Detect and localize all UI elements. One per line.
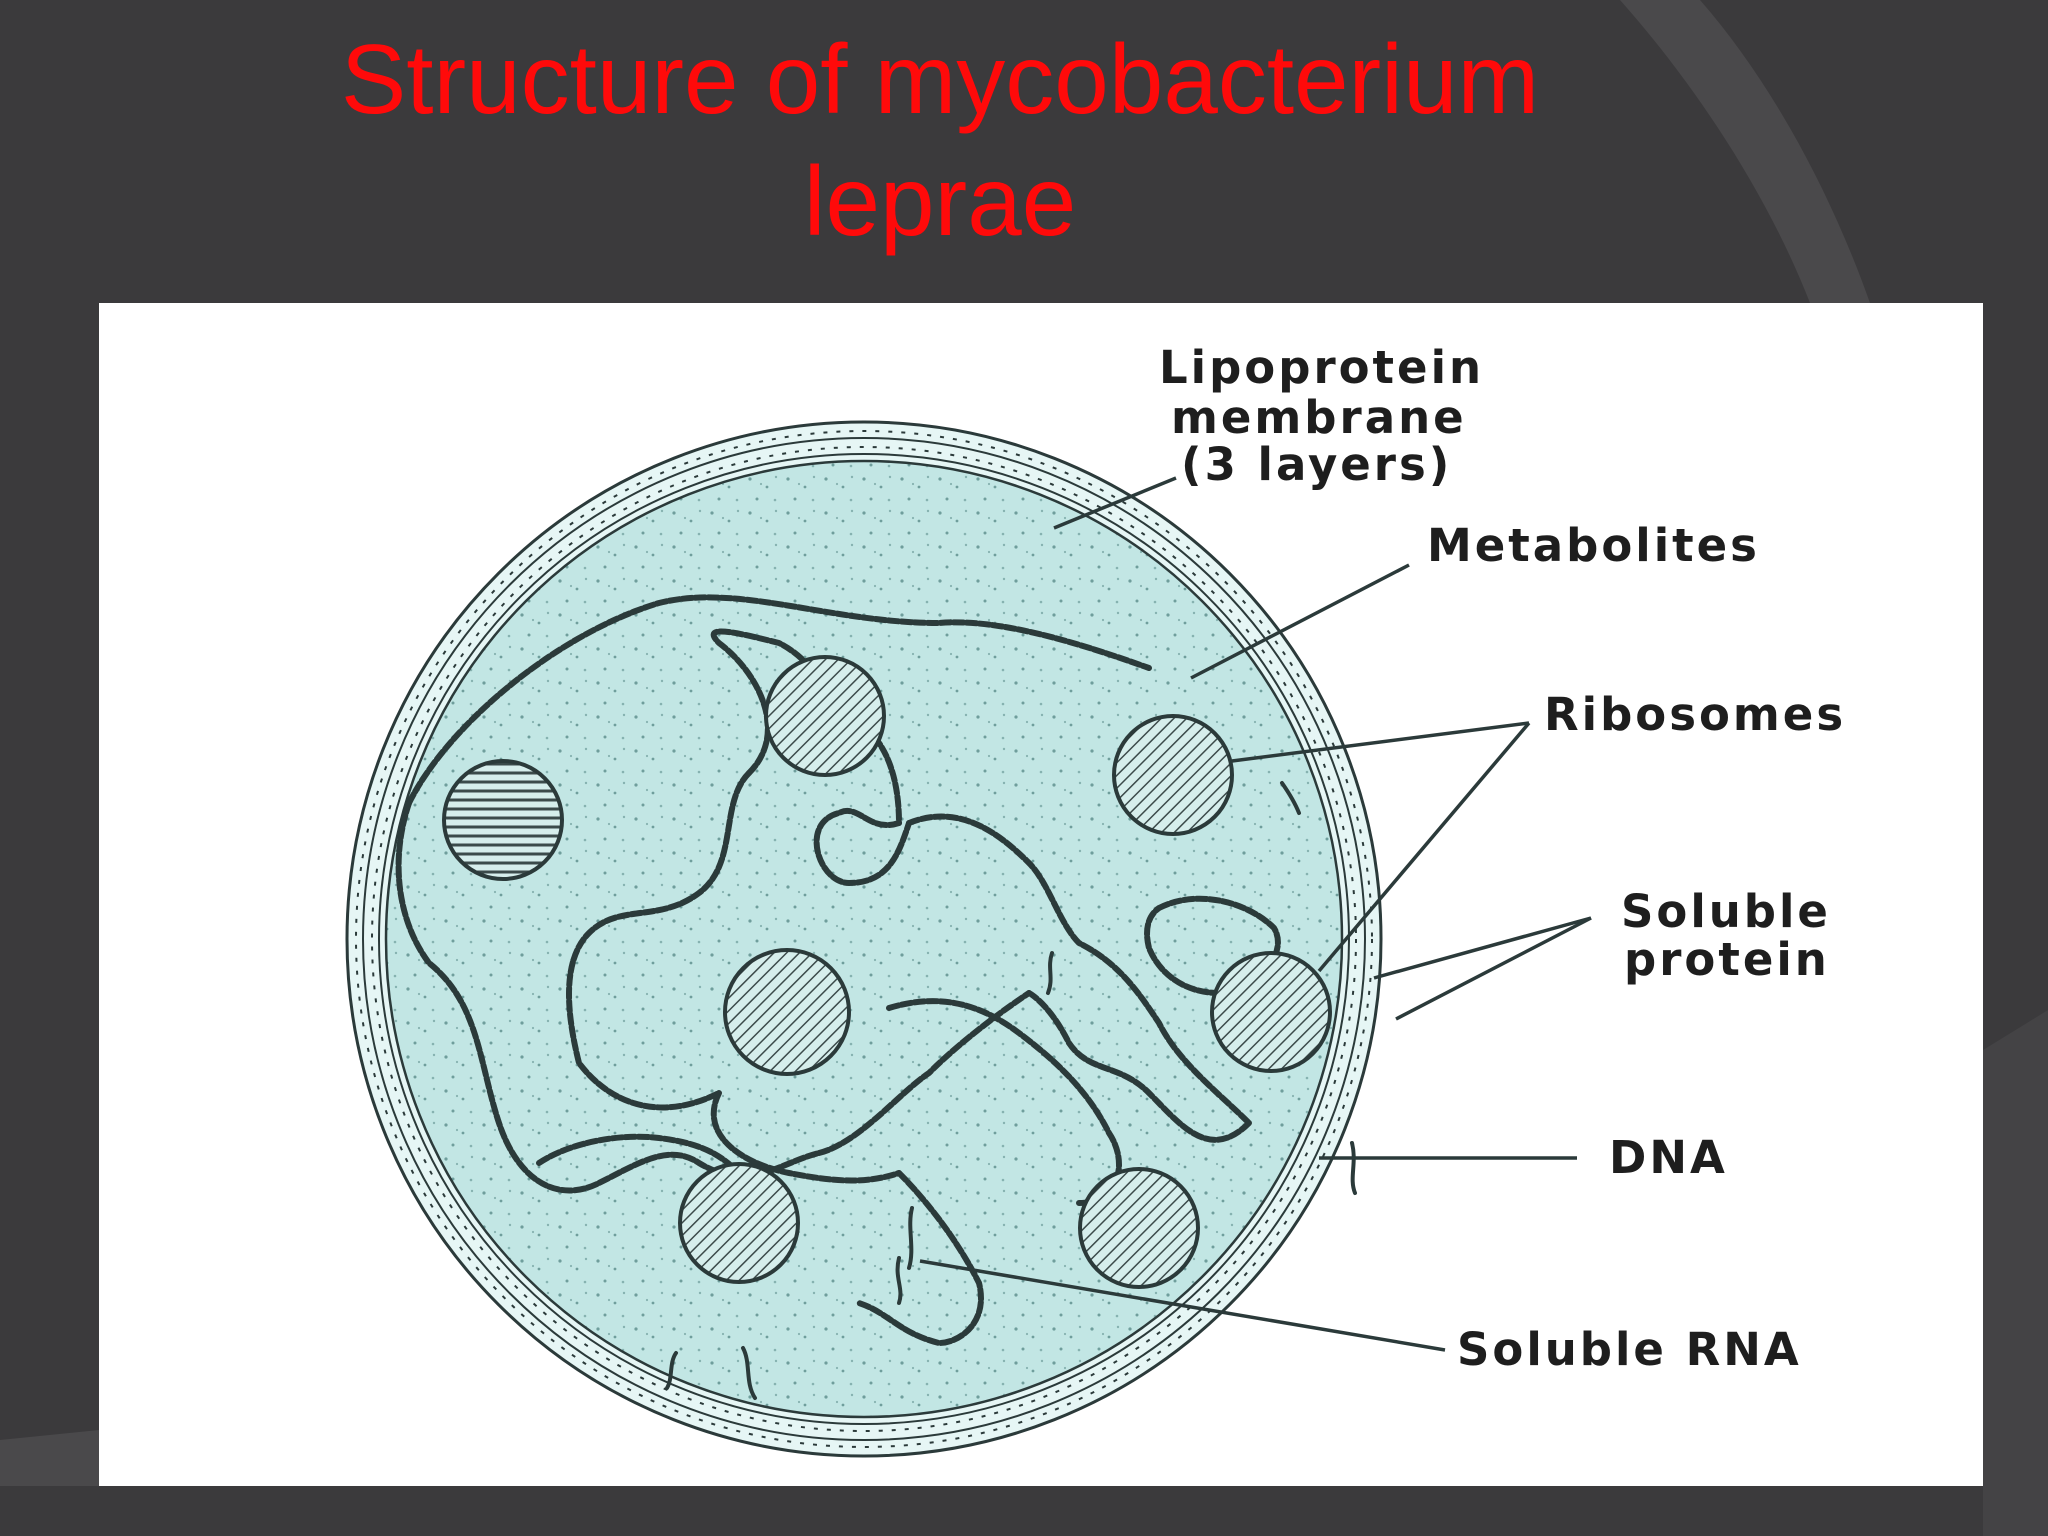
leader-lines xyxy=(919,476,1592,1352)
label-membrane-line-3: (3 layers) xyxy=(1181,438,1452,491)
slide-title-line-2: leprae xyxy=(803,146,1077,256)
label-dna: DNA xyxy=(1609,1131,1728,1184)
mycobacterium-diagram: Lipoprotein membrane (3 layers) Metaboli… xyxy=(345,341,1846,1458)
ribosome xyxy=(1210,951,1332,1073)
ribosome xyxy=(723,948,851,1076)
ribosome xyxy=(1078,1167,1200,1289)
slide-title-line-1: Structure of mycobacterium xyxy=(340,24,1540,134)
label-metabolites: Metabolites xyxy=(1427,519,1760,572)
ribosome xyxy=(678,1162,800,1284)
label-soluble-protein-line-1: Soluble xyxy=(1621,885,1831,938)
soluble-rna xyxy=(665,781,1357,1400)
ribosomes xyxy=(442,655,1332,1289)
ribosome xyxy=(1112,714,1234,836)
label-ribosomes: Ribosomes xyxy=(1544,688,1846,741)
diagram-panel: Lipoprotein membrane (3 layers) Metaboli… xyxy=(99,303,1983,1486)
ribosome xyxy=(442,759,564,881)
label-soluble-protein-line-2: protein xyxy=(1624,933,1830,986)
dna-strand xyxy=(395,594,1281,1346)
label-soluble-rna: Soluble RNA xyxy=(1457,1323,1802,1376)
slide-title: Structure of mycobacterium leprae xyxy=(200,18,1680,262)
ribosome xyxy=(764,655,886,777)
cytoplasm xyxy=(384,459,1344,1419)
label-membrane-line-2: membrane xyxy=(1171,391,1467,444)
label-membrane-line-1: Lipoprotein xyxy=(1159,341,1484,394)
